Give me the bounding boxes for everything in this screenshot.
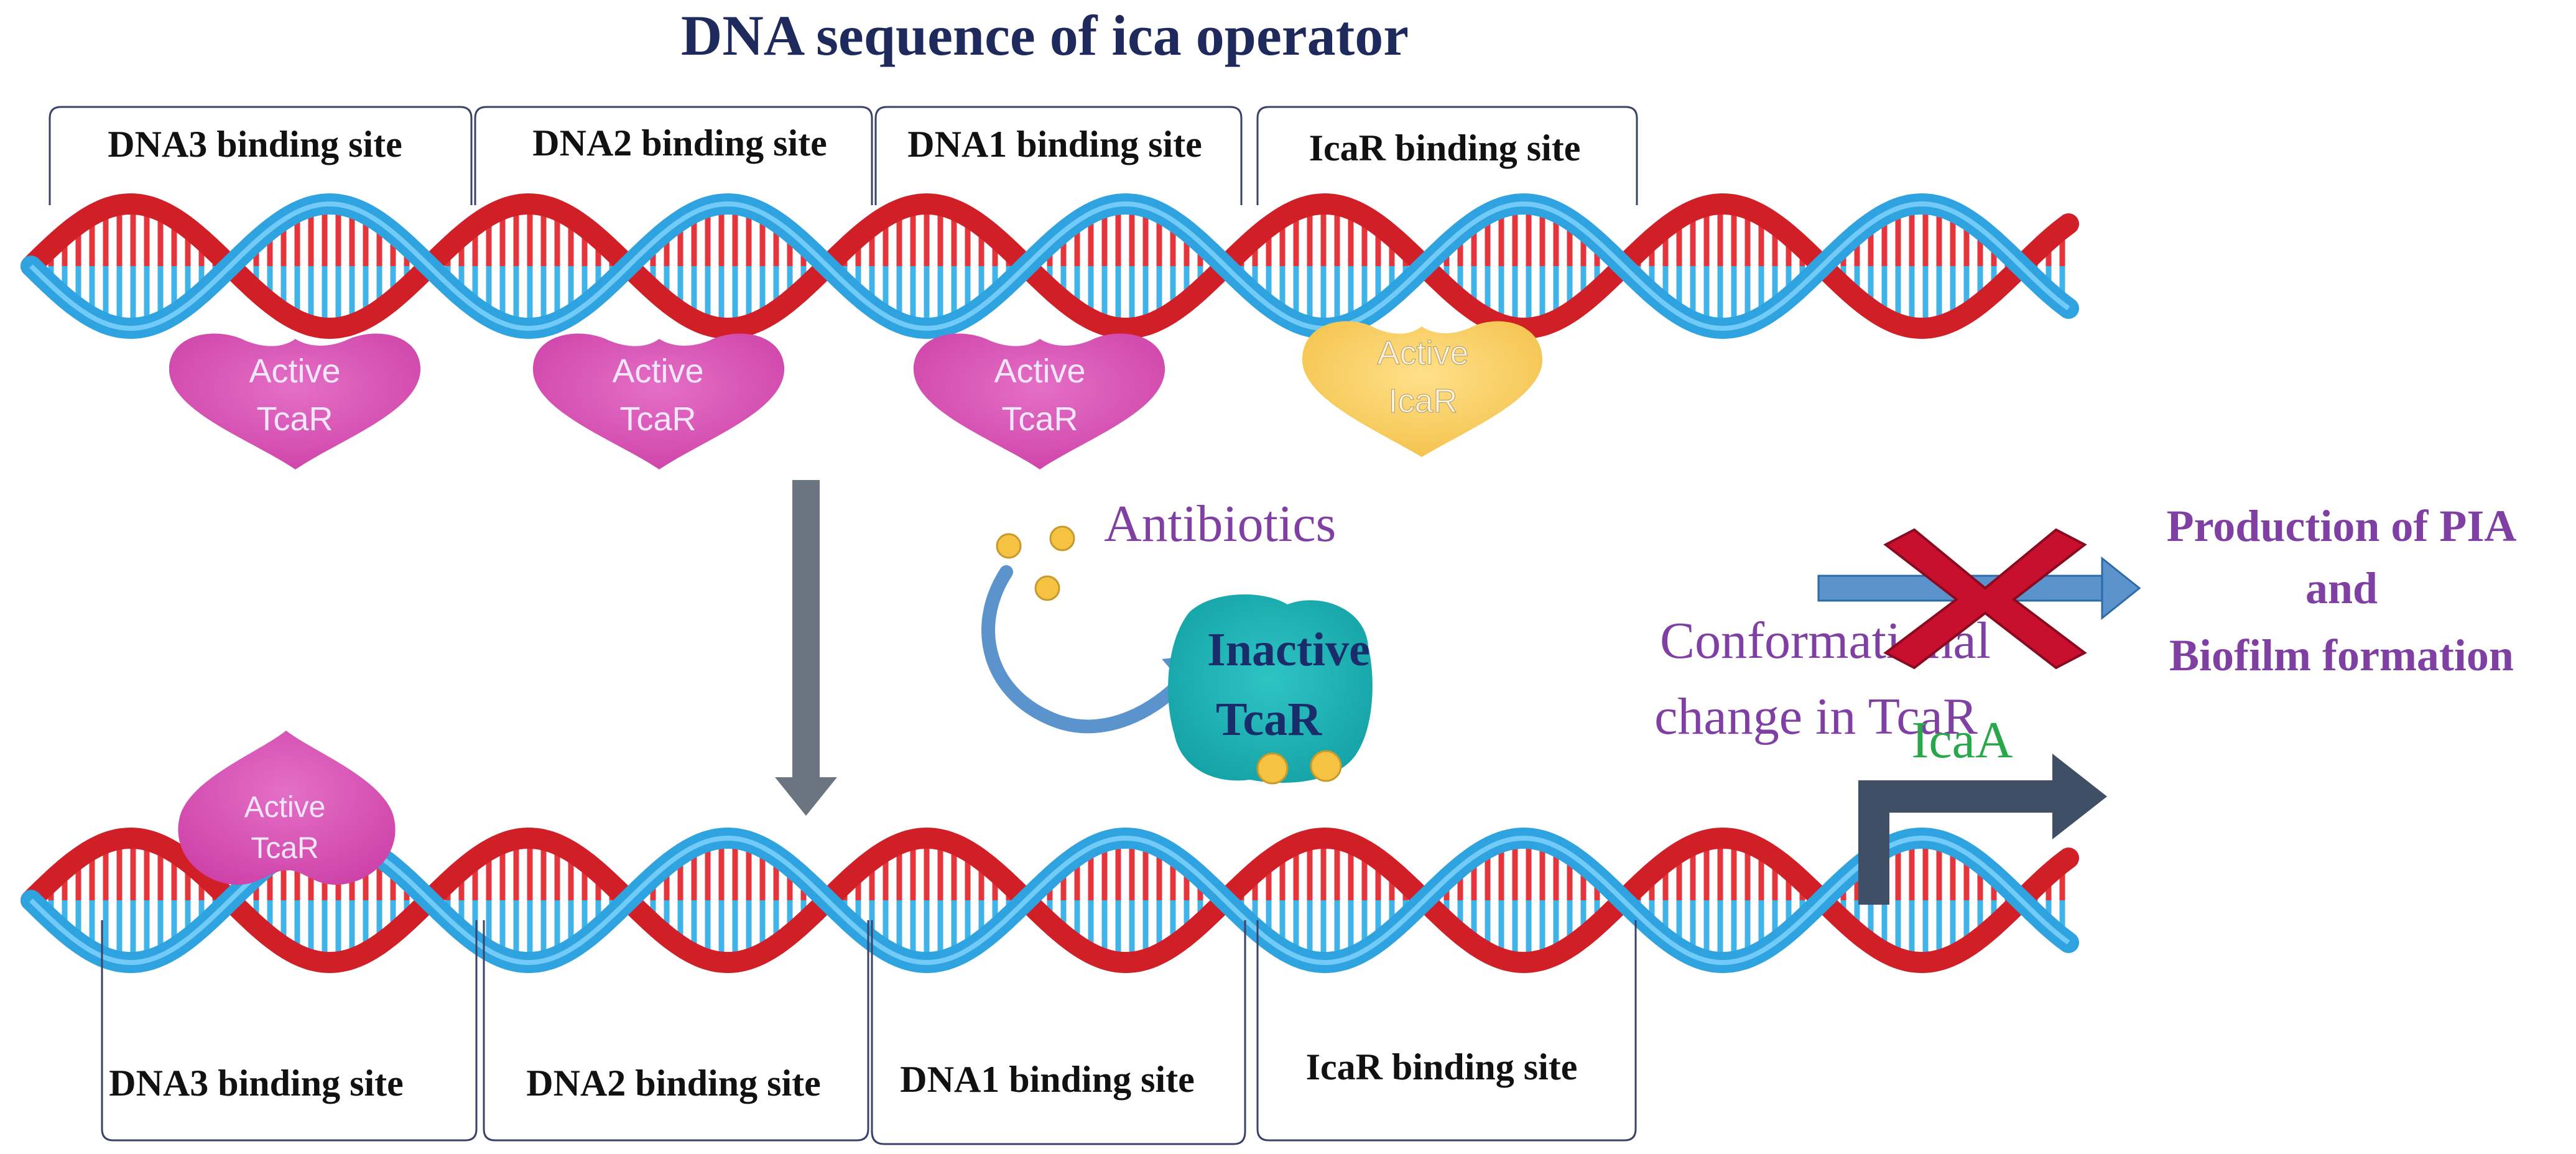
bottom-site-brackets (101, 920, 1637, 1145)
bottom-site-label-dna2: DNA2 binding site (526, 1063, 820, 1104)
inactive-tcar-label-2: TcaR (1216, 693, 1322, 745)
dna-helix-bottom (21, 827, 2079, 974)
transition-arrow (775, 480, 837, 816)
bottom-site-label-icar: IcaR binding site (1306, 1046, 1578, 1087)
active-tcar-protein-dna1: Active TcaR (913, 333, 1165, 469)
blue-strand-highlight (29, 201, 2070, 331)
antibiotic-molecules (996, 525, 1075, 601)
active-tcar-protein-dna3: Active TcaR (169, 333, 421, 469)
active-tcar-label-2: TcaR (251, 832, 318, 865)
red-strand (21, 827, 2079, 974)
outcome-label-3: Biofilm formation (2169, 630, 2514, 680)
active-tcar-label-1: Active (612, 353, 703, 390)
bottom-site-label-dna1: DNA1 binding site (900, 1059, 1194, 1100)
top-site-brackets (49, 106, 1638, 205)
active-icar-protein: Active IcaR (1302, 321, 1543, 457)
outcome-label-1: Production of PIA (2167, 501, 2517, 551)
inactive-tcar-label-1: Inactive (1207, 624, 1370, 676)
conformational-label-2: change in TcaR (1654, 688, 1978, 745)
inactive-tcar-protein: Inactive TcaR (1168, 594, 1373, 785)
active-tcar-label-1: Active (244, 791, 326, 824)
active-tcar-label-2: TcaR (619, 400, 696, 438)
dna-helix-top (21, 193, 2079, 339)
active-icar-label-1: Active (1377, 335, 1468, 372)
antibiotic-binding-arrow (981, 565, 1188, 734)
outcome-label-2: and (2305, 563, 2378, 613)
active-tcar-label-2: TcaR (256, 400, 333, 438)
antibiotics-label: Antibiotics (1104, 495, 1336, 553)
icaa-gene-label: IcaA (1911, 711, 2013, 769)
active-icar-label-2: IcaR (1388, 382, 1457, 420)
top-site-label-dna1: DNA1 binding site (907, 124, 1202, 165)
top-site-label-dna2: DNA2 binding site (532, 122, 827, 164)
active-tcar-label-2: TcaR (1001, 400, 1078, 438)
active-tcar-protein-dna2: Active TcaR (532, 333, 785, 469)
top-site-label-icar: IcaR binding site (1309, 127, 1581, 168)
blocked-cross-icon (1883, 528, 2087, 670)
red-strand (21, 193, 2079, 339)
top-site-label-dna3: DNA3 binding site (108, 124, 402, 165)
active-tcar-label-1: Active (994, 353, 1085, 390)
bottom-site-label-dna3: DNA3 binding site (109, 1063, 403, 1104)
active-tcar-label-1: Active (249, 353, 340, 390)
active-tcar-protein-released: Active TcaR (178, 731, 396, 885)
icaa-promoter-arrow (1858, 754, 2107, 905)
diagram-title: DNA sequence of ica operator (681, 4, 1409, 67)
